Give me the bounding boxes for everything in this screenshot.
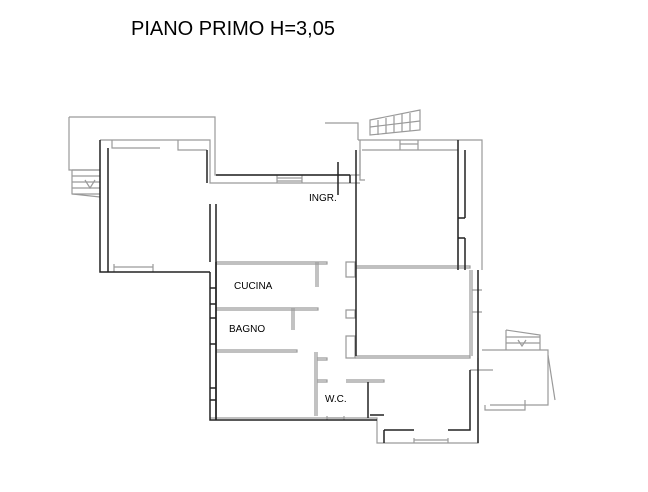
plan-title: PIANO PRIMO H=3,05 — [131, 18, 335, 40]
room-label-cucina: CUCINA — [234, 281, 273, 292]
room-label-ingresso: INGR. — [309, 193, 337, 204]
room-label-wc: W.C. — [325, 394, 347, 405]
room-label-bagno: BAGNO — [229, 324, 266, 335]
